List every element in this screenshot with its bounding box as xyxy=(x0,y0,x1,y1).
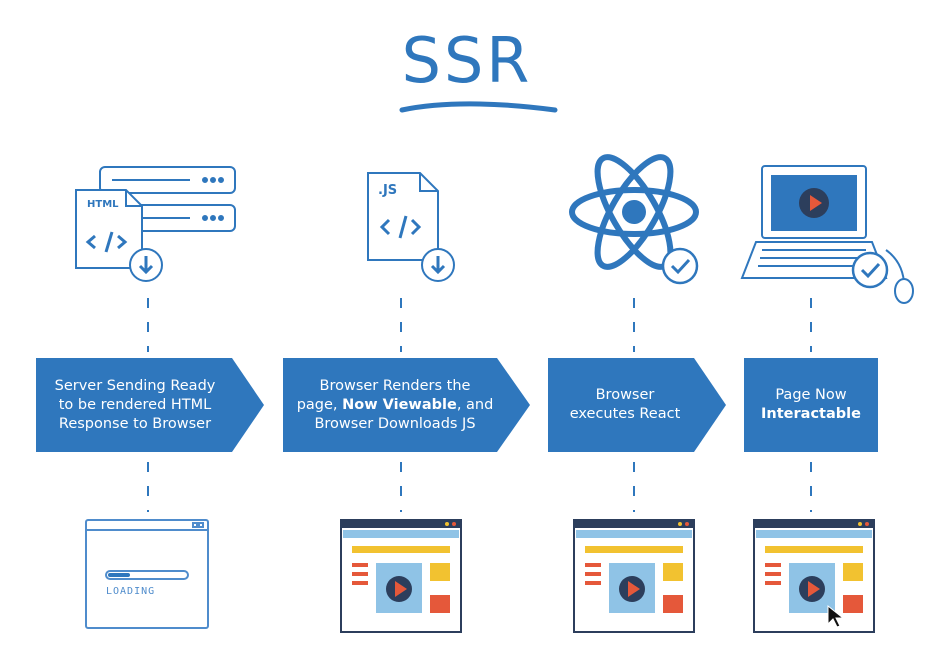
diagram-title: SSR xyxy=(401,24,533,97)
react-check-icon xyxy=(569,154,699,285)
mouse-cursor-icon xyxy=(827,604,845,628)
html-file-download-icon xyxy=(75,166,236,282)
rendered-page-window-with-cursor xyxy=(753,519,875,633)
loading-label: LOADING xyxy=(106,586,156,597)
step-2-text: Browser Renders the page, Now Viewable, … xyxy=(296,377,494,432)
step-3-text: Browser executes React xyxy=(569,387,681,422)
step-4-text: Page Now Interactable xyxy=(761,387,861,422)
title-underline xyxy=(399,101,558,113)
laptop-check-icon xyxy=(740,165,914,304)
loading-window xyxy=(85,519,209,629)
rendered-page-window-1 xyxy=(340,519,462,633)
step-1-text: Server Sending Ready to be rendered HTML… xyxy=(54,377,216,432)
js-file-label: .JS xyxy=(378,183,398,198)
rendered-page-window-2 xyxy=(573,519,695,633)
html-file-label: HTML xyxy=(87,199,119,210)
